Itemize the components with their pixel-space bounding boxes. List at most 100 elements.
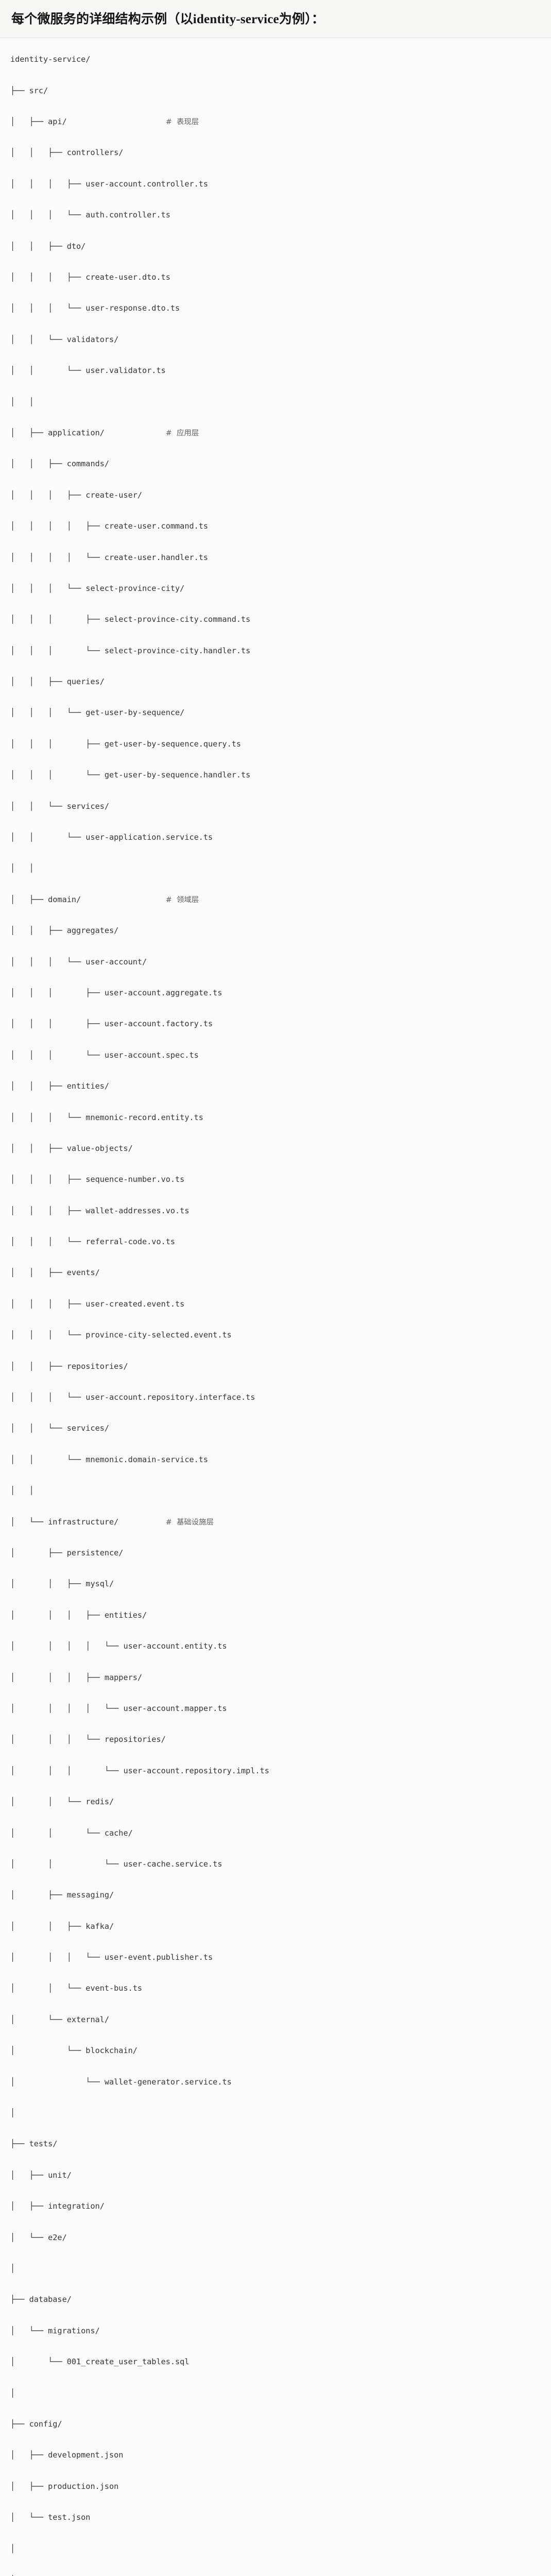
- tree-line: │ │ ├── dto/: [10, 239, 541, 254]
- tree-line: │ │: [10, 1483, 541, 1498]
- tree-line: │ │: [10, 860, 541, 876]
- tree-line-text: │ │ ├── repositories/: [10, 1361, 128, 1371]
- tree-line-text: │ │ └── redis/: [10, 1797, 114, 1807]
- tree-line: │ ├── production.json: [10, 2479, 541, 2494]
- tree-line: │ │ ├── controllers/: [10, 145, 541, 160]
- tree-line-text: │ │ │ ├── select-province-city.command.t…: [10, 615, 251, 624]
- tree-line-text: ├── tests/: [10, 2139, 58, 2149]
- tree-line-text: │ └── blockchain/: [10, 2046, 137, 2056]
- tree-line-text: │ │ │ ├── user-created.event.ts: [10, 1299, 185, 1309]
- tree-line-text: │ │ └── services/: [10, 1423, 110, 1433]
- tree-line-text: │: [10, 2388, 15, 2398]
- tree-line: │ │ │ ├── sequence-number.vo.ts: [10, 1172, 541, 1187]
- tree-line-text: │ │ │ └── user-response.dto.ts: [10, 303, 180, 313]
- tree-line: │: [10, 2261, 541, 2276]
- tree-line-text: │ │ └── cache/: [10, 1828, 133, 1838]
- tree-line: │ │ └── validators/: [10, 332, 541, 347]
- tree-line: │ │ │ ├── mappers/: [10, 1670, 541, 1685]
- tree-line-text: │ │ │ └── select-province-city/: [10, 583, 185, 593]
- tree-line-text: ├── database/: [10, 2295, 72, 2304]
- tree-line: │ │ └── services/: [10, 1420, 541, 1436]
- tree-line: │ ├── domain/ # 领域层: [10, 892, 541, 907]
- tree-line-text: │ ├── production.json: [10, 2481, 119, 2491]
- tree-line-text: │ └── wallet-generator.service.ts: [10, 2077, 232, 2087]
- tree-line-text: │ │: [10, 863, 34, 873]
- tree-line: │ │ ├── events/: [10, 1265, 541, 1280]
- tree-line: │ │ ├── mysql/: [10, 1576, 541, 1591]
- tree-line-text: │ ├── application/: [10, 428, 105, 437]
- tree-line-text: │ ├── unit/: [10, 2170, 72, 2180]
- tree-line: │ │ │ │ └── user-account.mapper.ts: [10, 1701, 541, 1716]
- tree-line-text: │ │ │ │ └── user-account.mapper.ts: [10, 1703, 227, 1713]
- tree-line-text: │ │ │ └── auth.controller.ts: [10, 210, 170, 220]
- tree-line-text: │ ├── development.json: [10, 2450, 124, 2460]
- tree-line: │ │ │ │ └── create-user.handler.ts: [10, 550, 541, 565]
- tree-line: │ ├── development.json: [10, 2447, 541, 2463]
- document-header: 每个微服务的详细结构示例（以identity-service为例）：: [0, 0, 551, 39]
- tree-line: │ └── external/: [10, 2012, 541, 2027]
- tree-line: │ │ └── event-bus.ts: [10, 1980, 541, 1996]
- tree-line: ├── src/: [10, 83, 541, 98]
- tree-line-text: │ │ │ ├── sequence-number.vo.ts: [10, 1175, 185, 1184]
- tree-line: │ │ ├── aggregates/: [10, 923, 541, 938]
- tree-line: │ └── test.json: [10, 2510, 541, 2525]
- tree-line: │ │ │ ├── entities/: [10, 1607, 541, 1623]
- tree-line-text: │ │ │ │ └── create-user.handler.ts: [10, 552, 209, 562]
- tree-line: │ │: [10, 394, 541, 410]
- tree-line-text: │ │ │ │ ├── create-user.command.ts: [10, 521, 209, 531]
- tree-line-gap: [105, 428, 166, 437]
- tree-line: │ ├── persistence/: [10, 1545, 541, 1561]
- tree-line: │ │ │ ├── user-account.controller.ts: [10, 176, 541, 192]
- tree-line: │ ├── messaging/: [10, 1887, 541, 1903]
- tree-line-gap: [118, 1517, 165, 1527]
- tree-line-text: │ │ ├── controllers/: [10, 148, 124, 158]
- tree-line-text: │ │ │ ├── create-user.dto.ts: [10, 272, 170, 282]
- tree-line: │ │ │ └── user-account/: [10, 954, 541, 970]
- tree-line: │ └── wallet-generator.service.ts: [10, 2074, 541, 2090]
- tree-line-text: │ │ │ ├── user-account.aggregate.ts: [10, 988, 222, 997]
- tree-line-comment: # 领域层: [165, 895, 199, 904]
- tree-line: │: [10, 2541, 541, 2556]
- tree-line-text: │ │ │ └── referral-code.vo.ts: [10, 1237, 176, 1247]
- tree-line-text: │ │ ├── queries/: [10, 677, 105, 687]
- tree-line-text: │ ├── integration/: [10, 2201, 105, 2211]
- tree-line-text: │ │ └── user.validator.ts: [10, 366, 166, 376]
- tree-line-text: │ │ ├── events/: [10, 1268, 100, 1278]
- tree-line-text: │ │ ├── mysql/: [10, 1579, 114, 1589]
- tree-line: │ │ │ ├── get-user-by-sequence.query.ts: [10, 736, 541, 752]
- tree-line-text: │ │ └── validators/: [10, 334, 119, 344]
- tree-line: │: [10, 2105, 541, 2121]
- tree-line: │ │ │ └── user-event.publisher.ts: [10, 1950, 541, 1965]
- tree-line-text: │: [10, 2108, 15, 2118]
- tree-line: │ │ │ └── select-province-city/: [10, 581, 541, 596]
- tree-line: │ │ │ └── user-response.dto.ts: [10, 300, 541, 316]
- tree-line-text: │ │ │ ├── get-user-by-sequence.query.ts: [10, 739, 242, 749]
- tree-line-text: │ │: [10, 397, 34, 406]
- tree-line-text: │ └── external/: [10, 2014, 110, 2024]
- tree-line: │ │ ├── kafka/: [10, 1919, 541, 1934]
- tree-line: │ │ │ │ ├── create-user.command.ts: [10, 518, 541, 534]
- tree-line-text: │ │: [10, 1486, 34, 1496]
- tree-line-text: │ │ ├── commands/: [10, 459, 110, 469]
- tree-line: │ │ │ └── select-province-city.handler.t…: [10, 643, 541, 658]
- tree-line: │ │ │ └── mnemonic-record.entity.ts: [10, 1110, 541, 1125]
- tree-line: │ │ │ └── auth.controller.ts: [10, 207, 541, 223]
- tree-line-text: │ │ ├── entities/: [10, 1081, 110, 1091]
- tree-line-text: │ └── test.json: [10, 2513, 91, 2522]
- tree-line-gap: [67, 117, 166, 126]
- tree-line-text: │ │ │ └── user-event.publisher.ts: [10, 1953, 213, 1962]
- tree-line: ├── tests/: [10, 2136, 541, 2151]
- tree-line-text: │ ├── domain/: [10, 894, 81, 904]
- tree-line-text: │ │ │ └── repositories/: [10, 1735, 166, 1744]
- tree-line: │ │ └── cache/: [10, 1825, 541, 1841]
- tree-line: │ │ │ └── get-user-by-sequence/: [10, 705, 541, 720]
- tree-line-text: │ │ │ └── user-account/: [10, 957, 147, 967]
- tree-line: │ │ ├── repositories/: [10, 1359, 541, 1374]
- tree-line: │ │ ├── value-objects/: [10, 1141, 541, 1156]
- tree-line: │ │ │ ├── user-created.event.ts: [10, 1296, 541, 1312]
- tree-line: │ │ │ ├── user-account.factory.ts: [10, 1016, 541, 1031]
- tree-line-text: ├── config/: [10, 2419, 62, 2429]
- tree-line-text: │ │ │ ├── create-user/: [10, 490, 143, 500]
- tree-line-text: │ └── 001_create_user_tables.sql: [10, 2357, 190, 2367]
